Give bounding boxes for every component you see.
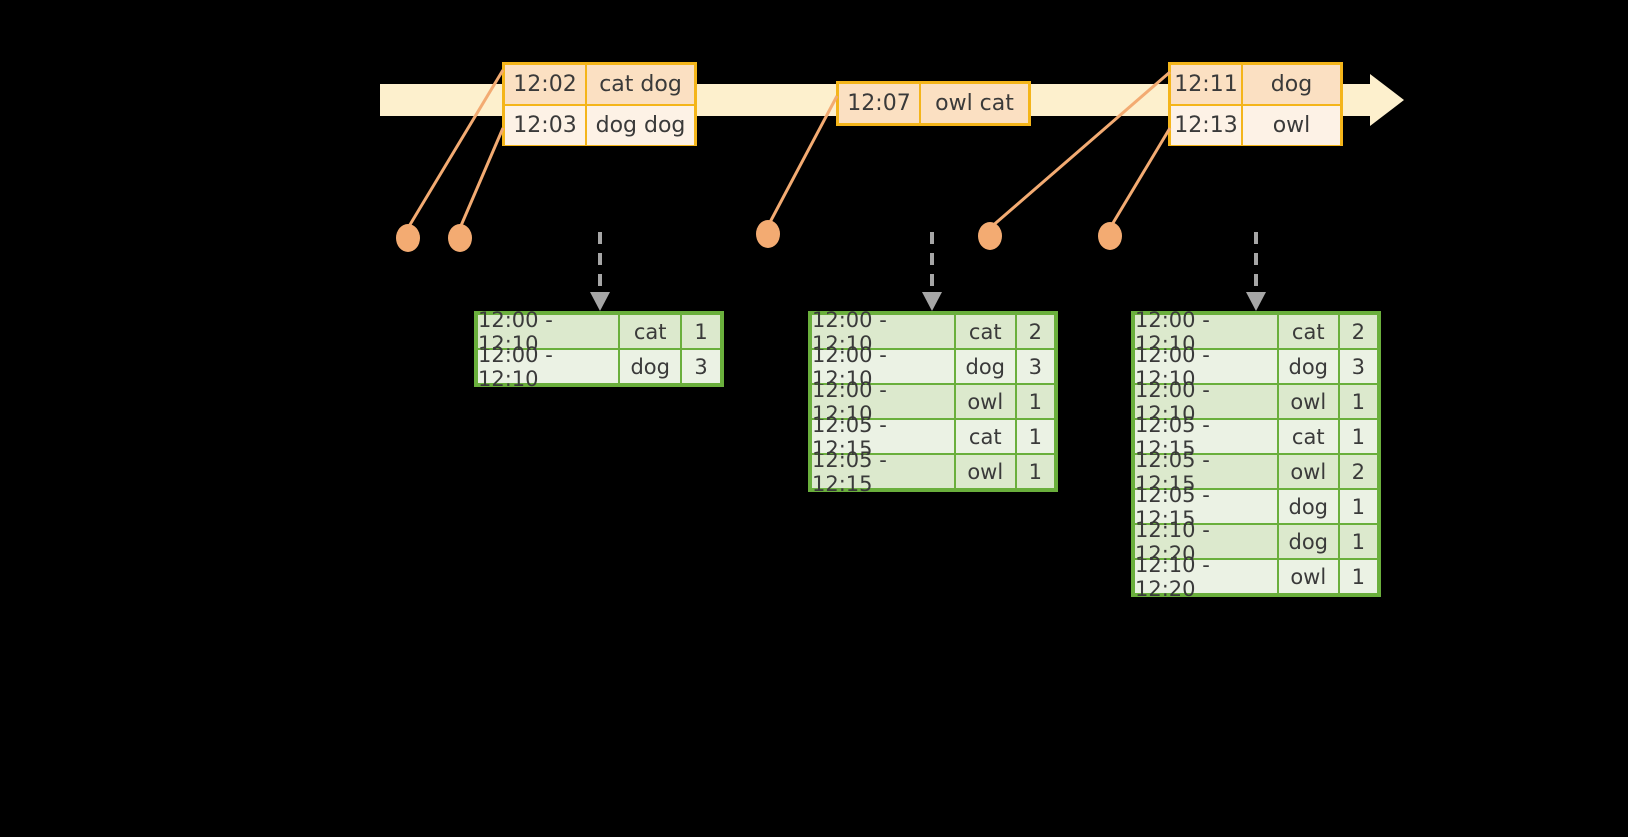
result-word-cell: owl	[955, 385, 1015, 418]
event-time: 12:07	[839, 84, 921, 123]
event-box-group-1[interactable]: 12:02 cat dog 12:03 dog dog	[502, 62, 697, 146]
event-box-group-3[interactable]: 12:11 dog 12:13 owl	[1168, 62, 1343, 146]
event-value: dog dog	[587, 106, 694, 145]
result-word-cell: owl	[1278, 560, 1338, 593]
result-count-cell: 1	[1016, 385, 1054, 418]
event-dot-12-03[interactable]	[448, 224, 472, 252]
result-window-cell: 12:05 - 12:15	[1135, 448, 1277, 496]
result-count-cell: 1	[1339, 490, 1377, 523]
event-time: 12:02	[505, 65, 587, 104]
result-word-cell: cat	[1278, 420, 1338, 453]
result-word-cell: owl	[1278, 455, 1338, 488]
event-value: cat dog	[587, 65, 694, 104]
event-dot-12-11[interactable]	[978, 222, 1002, 250]
result-word-cell: cat	[1278, 315, 1338, 348]
result-word-cell: dog	[1278, 490, 1338, 523]
result-count-cell: 2	[1016, 315, 1054, 348]
event-time: 12:03	[505, 106, 587, 145]
event-row[interactable]: 12:02 cat dog	[505, 65, 694, 104]
result-count-cell: 2	[1339, 315, 1377, 348]
result-word-cell: owl	[955, 455, 1015, 488]
result-count-cell: 3	[682, 350, 720, 383]
result-word-cell: cat	[620, 315, 681, 348]
result-word-cell: dog	[1278, 525, 1338, 558]
result-count-cell: 1	[1016, 455, 1054, 488]
result-window-cell: 12:00 - 12:10	[478, 343, 619, 391]
result-count-cell: 1	[1016, 420, 1054, 453]
result-word-cell: owl	[1278, 385, 1338, 418]
event-row[interactable]: 12:11 dog	[1171, 65, 1340, 104]
event-value: owl	[1243, 106, 1340, 145]
event-row[interactable]: 12:13 owl	[1171, 104, 1340, 145]
event-dot-12-07[interactable]	[756, 220, 780, 248]
event-box-group-2[interactable]: 12:07 owl cat	[836, 81, 1031, 126]
event-dot-12-13[interactable]	[1098, 222, 1122, 250]
result-window-cell: 12:00 - 12:10	[812, 308, 954, 356]
event-time: 12:13	[1171, 106, 1243, 145]
result-count-cell: 1	[1339, 420, 1377, 453]
result-count-cell: 3	[1339, 350, 1377, 383]
result-count-cell: 2	[1339, 455, 1377, 488]
leader-line-event-2	[458, 127, 505, 229]
result-word-cell: cat	[955, 420, 1015, 453]
stream-timeline-arrowhead	[1370, 74, 1404, 126]
result-window-cell: 12:05 - 12:15	[812, 448, 954, 496]
event-dot-12-02[interactable]	[396, 224, 420, 252]
result-word-cell: dog	[955, 350, 1015, 383]
result-count-cell: 1	[1339, 385, 1377, 418]
result-count-cell: 1	[1339, 525, 1377, 558]
result-count-cell: 1	[682, 315, 720, 348]
result-word-cell: cat	[955, 315, 1015, 348]
result-count-cell: 1	[1339, 560, 1377, 593]
event-value: owl cat	[921, 84, 1028, 123]
leader-line-event-5	[1108, 127, 1172, 229]
result-count-cell: 3	[1016, 350, 1054, 383]
result-window-cell: 12:10 - 12:20	[1135, 553, 1277, 601]
event-time: 12:11	[1171, 65, 1243, 104]
result-window-cell: 12:05 - 12:15	[1135, 483, 1277, 531]
result-word-cell: dog	[1278, 350, 1338, 383]
event-value: dog	[1243, 65, 1340, 104]
event-row[interactable]: 12:03 dog dog	[505, 104, 694, 145]
event-row[interactable]: 12:07 owl cat	[839, 84, 1028, 123]
result-word-cell: dog	[620, 350, 681, 383]
